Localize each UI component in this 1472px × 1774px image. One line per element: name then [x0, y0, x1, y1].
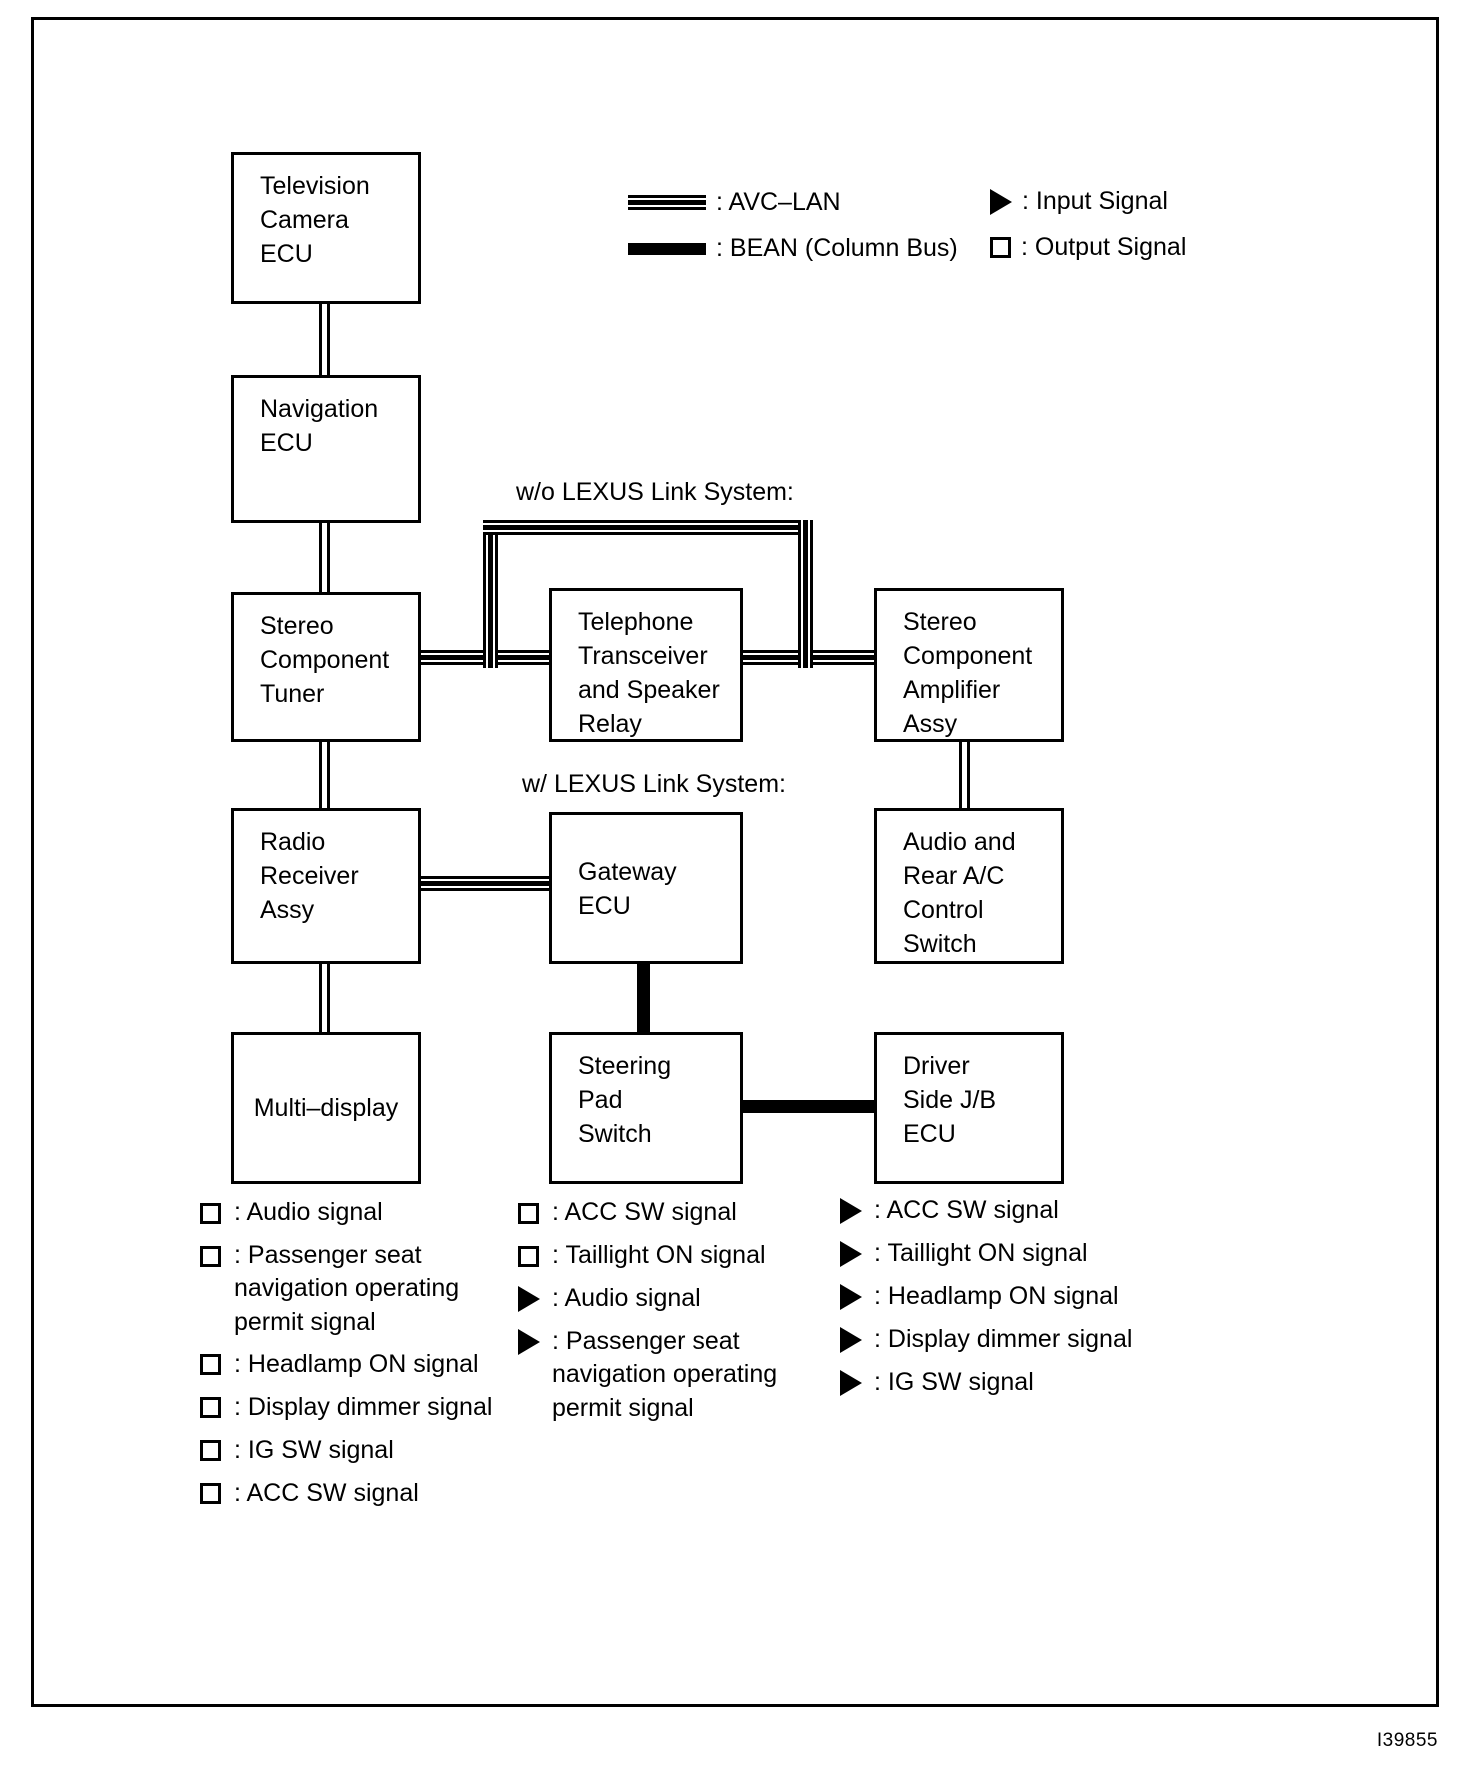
avc-lan-link-tvcamera-navigation: [319, 300, 330, 380]
signal-label: : Audio signal: [234, 1198, 383, 1226]
block-label: Driver Side J/B ECU: [903, 1052, 997, 1148]
signal-label: : Audio signal: [552, 1284, 701, 1312]
avc-lan-link-tuner-radioreceiver: [319, 738, 330, 808]
filled-triangle-icon: [840, 1280, 874, 1314]
block-steering-pad-switch[interactable]: Steering Pad Switch: [549, 1032, 743, 1184]
open-square-icon: [200, 1348, 234, 1382]
signal-label: : Display dimmer signal: [234, 1392, 493, 1421]
signal-label: : Taillight ON signal: [874, 1239, 1088, 1267]
avc-lan-link-navigation-tuner: [319, 520, 330, 595]
open-square-icon: [200, 1434, 234, 1468]
output-signal-square-icon: [990, 237, 1011, 258]
block-label: Audio and Rear A/C Control Switch: [903, 828, 1016, 958]
signal-item: : IG SW signal: [840, 1366, 1160, 1400]
legend-label-output-signal: : Output Signal: [1021, 233, 1187, 261]
block-label: Steering Pad Switch: [578, 1052, 672, 1148]
signal-label: : Passenger seat navigation operating pe…: [552, 1327, 778, 1422]
filled-triangle-icon: [840, 1237, 874, 1271]
filled-triangle-icon: [840, 1366, 874, 1400]
block-driver-side-jb-ecu[interactable]: Driver Side J/B ECU: [874, 1032, 1064, 1184]
avc-lan-bypass-top: [483, 520, 813, 535]
avc-lan-link-radioreceiver-multidisplay: [319, 962, 330, 1034]
avc-lan-line-icon: [628, 195, 706, 210]
signal-label: : ACC SW signal: [552, 1198, 737, 1226]
filled-triangle-icon: [518, 1282, 552, 1316]
signal-item: : ACC SW signal: [840, 1194, 1160, 1228]
open-square-icon: [200, 1239, 234, 1273]
signal-item: : IG SW signal: [200, 1434, 500, 1468]
block-multi-display[interactable]: Multi–display: [231, 1032, 421, 1184]
open-square-icon: [200, 1196, 234, 1230]
avc-lan-link-amplifier-audioacswitch: [959, 738, 970, 810]
block-navigation-ecu[interactable]: Navigation ECU: [231, 375, 421, 523]
signal-item: : Taillight ON signal: [840, 1237, 1160, 1271]
signal-label: : IG SW signal: [874, 1368, 1034, 1396]
block-stereo-component-amplifier-assy[interactable]: Stereo Component Amplifier Assy: [874, 588, 1064, 742]
signal-label: : ACC SW signal: [874, 1196, 1059, 1224]
signal-item: : Taillight ON signal: [518, 1239, 828, 1273]
block-label: Radio Receiver Assy: [260, 828, 359, 924]
bean-line-icon: [628, 242, 706, 255]
signal-label: : Headlamp ON signal: [874, 1282, 1119, 1310]
block-audio-rear-ac-control-switch[interactable]: Audio and Rear A/C Control Switch: [874, 808, 1064, 964]
open-square-icon: [200, 1391, 234, 1425]
document-border: [31, 17, 1439, 1707]
signal-item: : Audio signal: [518, 1282, 828, 1316]
signal-item: : ACC SW signal: [200, 1477, 500, 1511]
block-label: Gateway ECU: [578, 858, 677, 920]
avc-lan-bypass-left-riser: [483, 520, 498, 668]
signal-list-right: : ACC SW signal : Taillight ON signal : …: [840, 1194, 1160, 1409]
legend-label-input-signal: : Input Signal: [1022, 187, 1168, 215]
signal-list-left: : Audio signal : Passenger seat navigati…: [200, 1196, 500, 1520]
avc-lan-bypass-right-riser: [798, 520, 813, 668]
block-gateway-ecu[interactable]: Gateway ECU: [549, 812, 743, 964]
signal-label: : IG SW signal: [234, 1435, 394, 1464]
signal-item: : Display dimmer signal: [840, 1323, 1160, 1357]
signal-item: : Passenger seat navigation operating pe…: [518, 1325, 828, 1425]
document-id: I39855: [1376, 1730, 1438, 1751]
block-label: Telephone Transceiver and Speaker Relay: [578, 608, 720, 738]
filled-triangle-icon: [840, 1194, 874, 1228]
signal-list-middle: : ACC SW signal : Taillight ON signal : …: [518, 1196, 828, 1434]
signal-label: : Taillight ON signal: [552, 1241, 766, 1269]
block-stereo-component-tuner[interactable]: Stereo Component Tuner: [231, 592, 421, 742]
note-without-lexus-link: w/o LEXUS Link System:: [512, 478, 798, 507]
filled-triangle-icon: [840, 1323, 874, 1357]
filled-triangle-icon: [518, 1325, 552, 1359]
legend-label-bean: : BEAN (Column Bus): [716, 234, 958, 262]
block-label: Stereo Component Tuner: [260, 612, 390, 708]
block-radio-receiver-assy[interactable]: Radio Receiver Assy: [231, 808, 421, 964]
signal-item: : Display dimmer signal: [200, 1391, 500, 1425]
block-label: Navigation ECU: [260, 395, 379, 457]
signal-label: : Headlamp ON signal: [234, 1349, 479, 1378]
block-label: Stereo Component Amplifier Assy: [903, 608, 1033, 738]
block-television-camera-ecu[interactable]: Television Camera ECU: [231, 152, 421, 304]
block-label: Television Camera ECU: [260, 172, 370, 268]
open-square-icon: [200, 1477, 234, 1511]
signal-item: : ACC SW signal: [518, 1196, 828, 1230]
bean-link-steeringpad-driverjb: [742, 1100, 876, 1113]
signal-label: : ACC SW signal: [234, 1478, 419, 1507]
avc-lan-link-radioreceiver-gateway: [420, 876, 554, 891]
legend-label-avc-lan: : AVC–LAN: [716, 188, 841, 216]
bean-link-gateway-steeringpad: [637, 962, 650, 1034]
open-square-icon: [518, 1239, 552, 1273]
block-label: Multi–display: [253, 1094, 399, 1122]
signal-item: : Audio signal: [200, 1196, 500, 1230]
signal-item: : Passenger seat navigation operating pe…: [200, 1239, 500, 1339]
signal-item: : Headlamp ON signal: [840, 1280, 1160, 1314]
block-telephone-transceiver-speaker-relay[interactable]: Telephone Transceiver and Speaker Relay: [549, 588, 743, 742]
signal-label: : Display dimmer signal: [874, 1325, 1133, 1353]
signal-label: : Passenger seat navigation operating pe…: [234, 1241, 460, 1336]
input-signal-triangle-icon: [990, 188, 1012, 215]
note-with-lexus-link: w/ LEXUS Link System:: [518, 770, 790, 799]
signal-item: : Headlamp ON signal: [200, 1348, 500, 1382]
open-square-icon: [518, 1196, 552, 1230]
